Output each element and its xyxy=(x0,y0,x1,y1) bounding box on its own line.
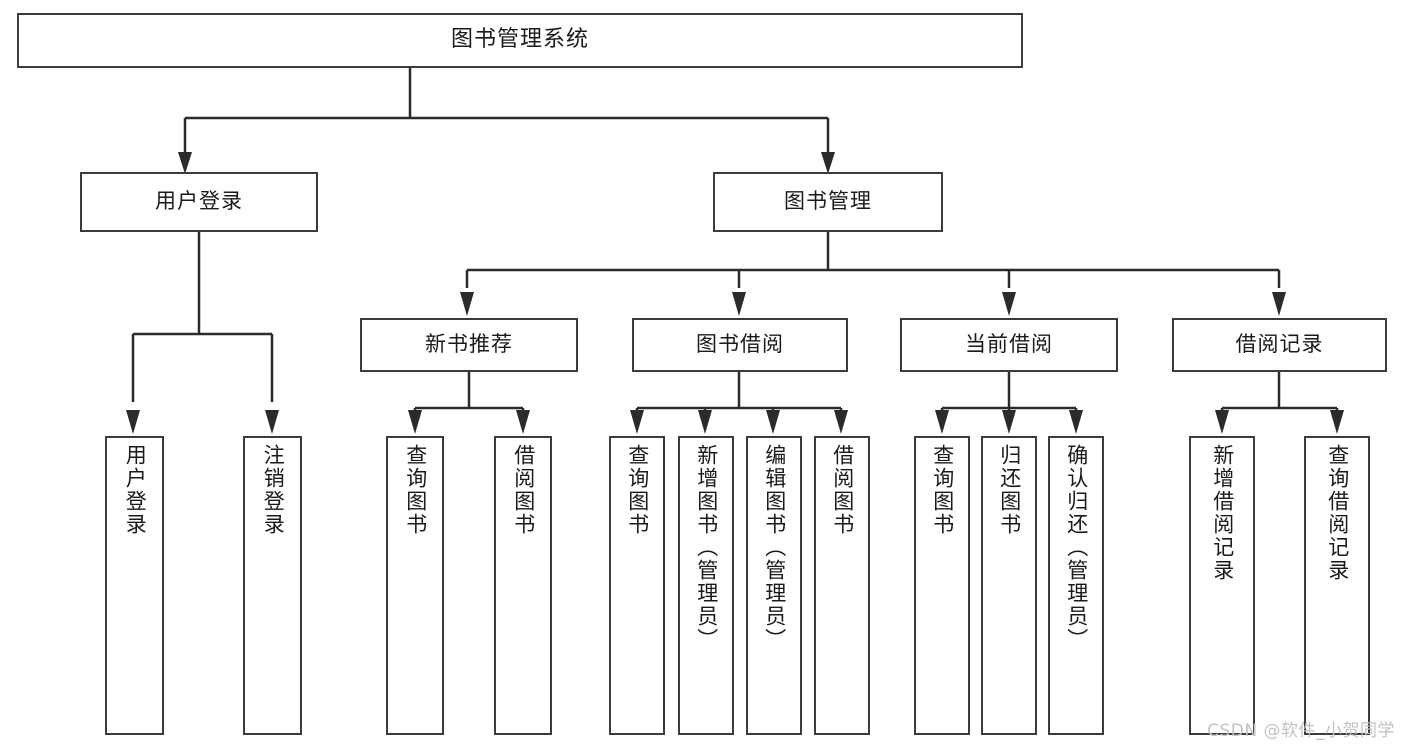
node-label: 新书推荐 xyxy=(425,332,513,357)
node-label: 借阅图书 xyxy=(511,444,536,536)
node-leaf-add-borrow-record[interactable]: 新增借阅记录 xyxy=(1189,436,1255,735)
node-label: 归还图书 xyxy=(997,444,1022,536)
node-label: 查询图书 xyxy=(625,444,650,536)
node-label: 图书管理 xyxy=(784,189,872,214)
node-label: 图书借阅 xyxy=(696,332,784,357)
node-label: 编辑图书（管理员） xyxy=(762,444,787,651)
node-label: 查询图书 xyxy=(930,444,955,536)
node-leaf-edit-book-admin[interactable]: 编辑图书（管理员） xyxy=(746,436,802,735)
node-borrow-record[interactable]: 借阅记录 xyxy=(1172,318,1387,372)
node-label: 用户登录 xyxy=(123,444,148,536)
node-leaf-query-borrow-record[interactable]: 查询借阅记录 xyxy=(1304,436,1370,735)
node-book-management[interactable]: 图书管理 xyxy=(713,172,943,232)
node-label: 查询借阅记录 xyxy=(1325,444,1350,582)
node-leaf-borrow-book-recommend[interactable]: 借阅图书 xyxy=(494,436,552,735)
node-user-login[interactable]: 用户登录 xyxy=(80,172,318,232)
node-label: 新增图书（管理员） xyxy=(694,444,719,651)
node-leaf-query-book-borrow[interactable]: 查询图书 xyxy=(609,436,665,735)
node-book-management-system[interactable]: 图书管理系统 xyxy=(17,13,1023,68)
node-label: 确认归还（管理员） xyxy=(1064,444,1089,651)
node-leaf-return-book[interactable]: 归还图书 xyxy=(981,436,1037,735)
node-leaf-query-book-recommend[interactable]: 查询图书 xyxy=(386,436,444,735)
node-label: 查询图书 xyxy=(403,444,428,536)
node-label: 借阅记录 xyxy=(1235,332,1324,357)
node-leaf-query-book-current[interactable]: 查询图书 xyxy=(914,436,970,735)
node-label: 图书管理系统 xyxy=(450,27,589,53)
node-leaf-confirm-return-admin[interactable]: 确认归还（管理员） xyxy=(1048,436,1104,735)
node-label: 用户登录 xyxy=(155,189,243,214)
node-book-borrow[interactable]: 图书借阅 xyxy=(632,318,848,372)
node-leaf-logout-login[interactable]: 注销登录 xyxy=(243,436,302,735)
node-leaf-borrow-book[interactable]: 借阅图书 xyxy=(814,436,870,735)
node-label: 注销登录 xyxy=(261,444,286,536)
csdn-watermark: CSDN @软件_小贺同学 xyxy=(1207,721,1395,741)
node-current-borrow[interactable]: 当前借阅 xyxy=(900,318,1118,372)
node-label: 当前借阅 xyxy=(965,332,1053,357)
node-leaf-add-book-admin[interactable]: 新增图书（管理员） xyxy=(678,436,734,735)
node-label: 新增借阅记录 xyxy=(1210,444,1235,582)
node-label: 借阅图书 xyxy=(830,444,855,536)
node-new-book-recommend[interactable]: 新书推荐 xyxy=(360,318,578,372)
node-leaf-user-login[interactable]: 用户登录 xyxy=(105,436,164,735)
